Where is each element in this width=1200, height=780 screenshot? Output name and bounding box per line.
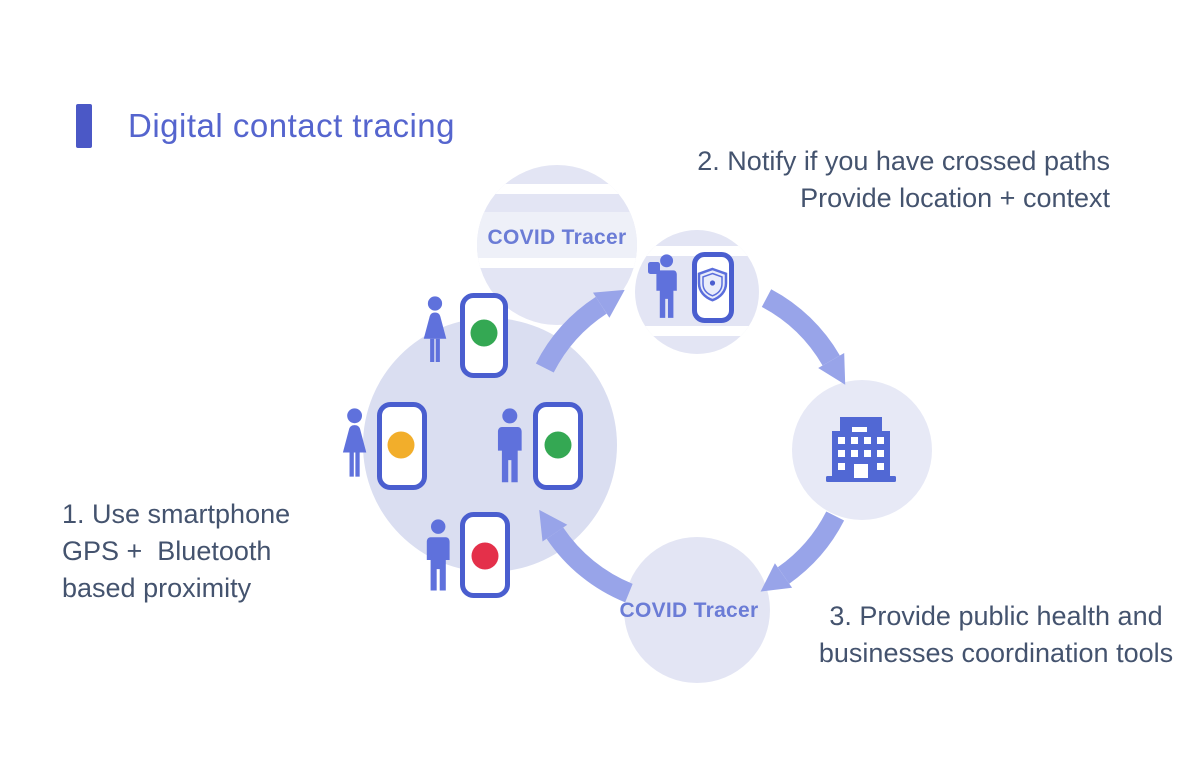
status-dot-orange bbox=[387, 431, 415, 459]
notification-square-icon bbox=[648, 262, 660, 274]
annotation-step2: 2. Notify if you have crossed paths Prov… bbox=[697, 143, 1110, 217]
annotation-line: based proximity bbox=[62, 573, 252, 603]
tracer-bottom-circle bbox=[624, 537, 770, 683]
status-dot-red bbox=[471, 542, 499, 570]
shield-inner-outline bbox=[702, 272, 723, 297]
annotation-line: 3. Provide public health and bbox=[829, 601, 1163, 631]
status-dots bbox=[387, 319, 572, 570]
tracer-bottom-label: COVID Tracer bbox=[619, 599, 759, 622]
annotation-line: 2. Notify if you have crossed paths bbox=[697, 146, 1110, 176]
cycle-arrowheads bbox=[539, 289, 846, 592]
annotation-step1: 1. Use smartphone GPS + Bluetooth based … bbox=[62, 496, 290, 607]
annotation-line: 1. Use smartphone bbox=[62, 499, 291, 529]
annotation-line: Provide location + context bbox=[800, 183, 1110, 213]
annotation-step3: 3. Provide public health and businesses … bbox=[795, 598, 1197, 672]
arrowhead-to-group bbox=[539, 509, 568, 542]
cycle-arc-left-top bbox=[535, 296, 607, 373]
smartphone-icons bbox=[377, 293, 583, 598]
cycle-arrows bbox=[535, 289, 845, 603]
cycle-arc-bottom-left bbox=[546, 527, 633, 603]
cycle-arc-right-bottom bbox=[777, 511, 845, 584]
page-title: Digital contact tracing bbox=[128, 107, 455, 144]
annotation-line: GPS + Bluetooth bbox=[62, 536, 272, 566]
notify-icon-group bbox=[648, 252, 734, 323]
arrowhead-to-building bbox=[818, 353, 846, 385]
office-building-icon bbox=[826, 417, 896, 482]
arrowhead-to-tracer bbox=[760, 563, 793, 592]
annotation-line: businesses coordination tools bbox=[818, 638, 1174, 668]
status-dot-green bbox=[544, 431, 572, 459]
shield-dot bbox=[709, 280, 716, 286]
arrowhead-to-notify bbox=[593, 289, 625, 318]
notify-circle-stripes bbox=[635, 246, 759, 336]
woman-silhouette-icon bbox=[342, 408, 367, 477]
tracer-top-stripes bbox=[477, 184, 637, 268]
proximity-group-circle bbox=[363, 318, 617, 572]
status-dot-green bbox=[470, 319, 498, 347]
title-accent-bar bbox=[76, 104, 92, 148]
cycle-arc-top-right bbox=[761, 289, 840, 366]
tracer-top-label: COVID Tracer bbox=[487, 226, 627, 249]
